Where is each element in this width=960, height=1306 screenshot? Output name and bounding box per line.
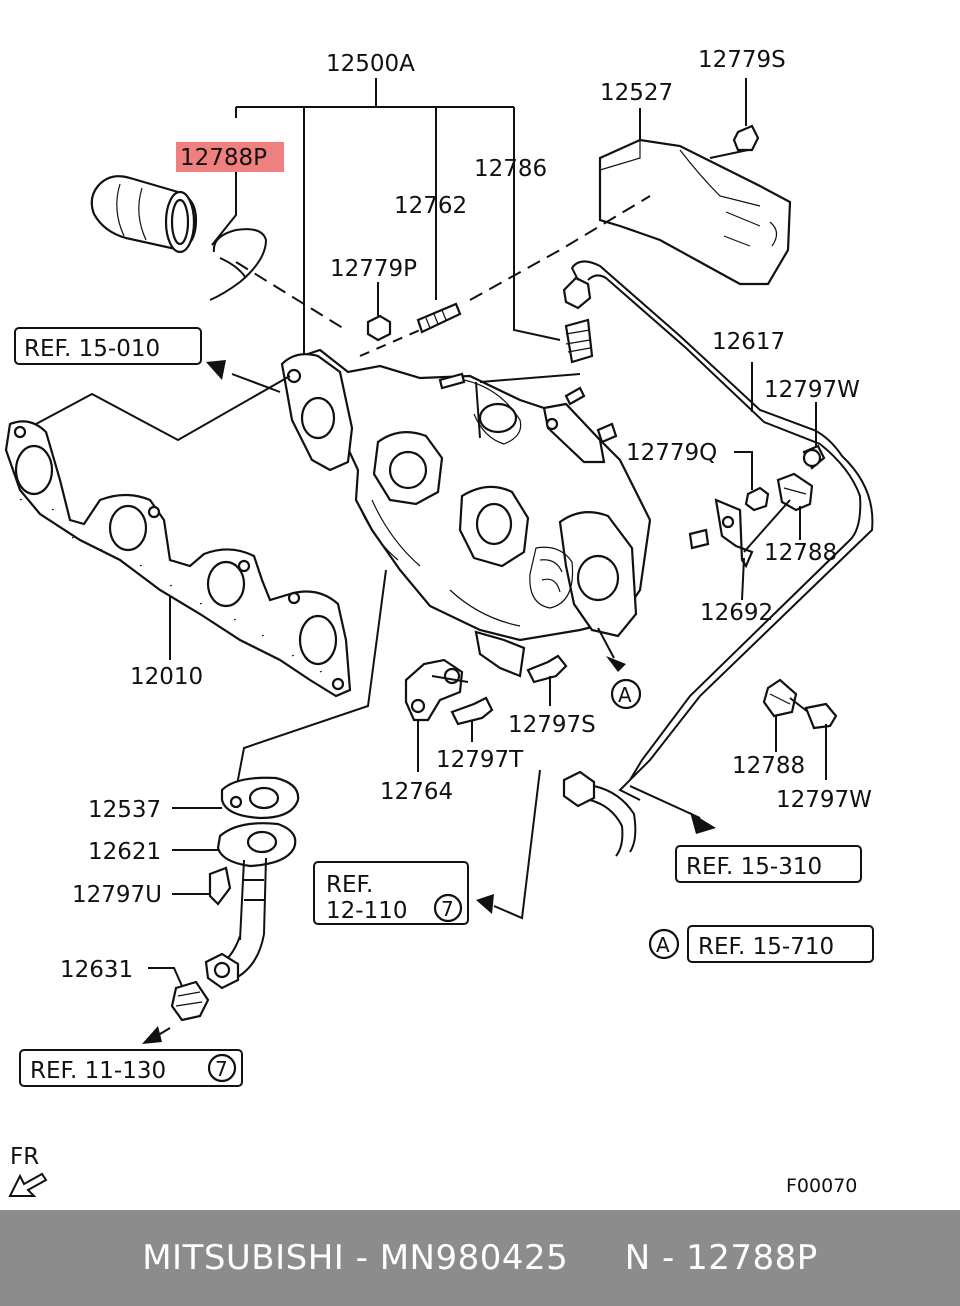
nut-12779s [732,78,760,152]
heat-protector [598,138,792,286]
nut-12779p [366,282,392,342]
label-12788p: 12788P [180,145,267,171]
clamp-lower [762,678,838,780]
label-12797w-b: 12797W [776,787,872,813]
ref-11-130-arrow [142,1026,171,1044]
hose-clip [209,228,268,301]
oil-pipe-12617 [562,260,874,801]
label-12527: 12527 [600,80,673,106]
label-12779s: 12779S [698,47,786,73]
label-12500a: 12500A [326,51,415,77]
circle-7-b-text: 7 [215,1057,228,1081]
assy-leader [211,78,561,360]
marker-a-upper-text: A [618,683,632,707]
circle-7-a [433,893,463,923]
label-12692: 12692 [700,600,773,626]
circle-7-a-text: 7 [441,897,454,921]
ref-15-710-text[interactable]: REF. 15-710 [698,934,834,960]
ref-15-010-text[interactable]: REF. 15-010 [24,336,160,362]
ref-12-110-text-a[interactable]: REF. [326,872,373,898]
ref-15-010-arrow [206,360,281,393]
circle-7-b [207,1053,237,1083]
label-12786: 12786 [474,156,547,182]
label-12617: 12617 [712,329,785,355]
label-12010: 12010 [130,664,203,690]
parts-diagram: 12500A 12788P 12527 12779S 12786 12762 1… [4,47,874,1197]
manifold-gasket-12010 [4,375,352,698]
ref-12-110-text-b[interactable]: 12-110 [326,898,407,924]
ref-box-11-130[interactable] [19,1049,243,1087]
fitting-12786 [564,318,594,364]
marker-a-upper [597,627,642,710]
label-12779q: 12779Q [626,440,717,466]
part-number-footer: MITSUBISHI - MN980425 N - 12788P [0,1210,960,1306]
stud-12762 [416,302,462,334]
intake-hose [90,175,198,254]
oil-return-line [148,569,387,1022]
label-12788-b: 12788 [732,753,805,779]
label-12779p: 12779P [330,256,417,282]
label-12764: 12764 [380,779,453,805]
ref-box-15-010[interactable] [14,327,202,365]
ref-box-15-710[interactable] [687,925,874,963]
leader-protector-nut [709,149,749,159]
turbo-manifold [280,348,710,678]
fr-arrow [8,1172,48,1197]
label-12631: 12631 [60,957,133,983]
label-12537: 12537 [88,797,161,823]
label-fr: FR [10,1144,39,1170]
label-12797u: 12797U [72,882,162,908]
marker-a-lower-text: A [656,933,670,957]
label-12788-a: 12788 [764,540,837,566]
lower-bolts [404,654,568,772]
dashed-leaders [235,195,651,357]
label-12797t: 12797T [436,747,524,773]
oil-feed-lower [476,769,716,920]
ref-box-12-110[interactable] [313,861,469,925]
highlight-box [176,142,284,172]
label-fig-code: F00070 [786,1175,857,1197]
ref-11-130-text[interactable]: REF. 11-130 [30,1058,166,1084]
label-12621: 12621 [88,839,161,865]
label-12762: 12762 [394,193,467,219]
label-12797w: 12797W [764,377,860,403]
ref-box-15-310[interactable] [675,845,862,883]
label-12797s: 12797S [508,712,596,738]
marker-a-lower-circle [648,928,680,960]
ref-15-310-text[interactable]: REF. 15-310 [686,854,822,880]
bracket-12692 [714,402,826,601]
